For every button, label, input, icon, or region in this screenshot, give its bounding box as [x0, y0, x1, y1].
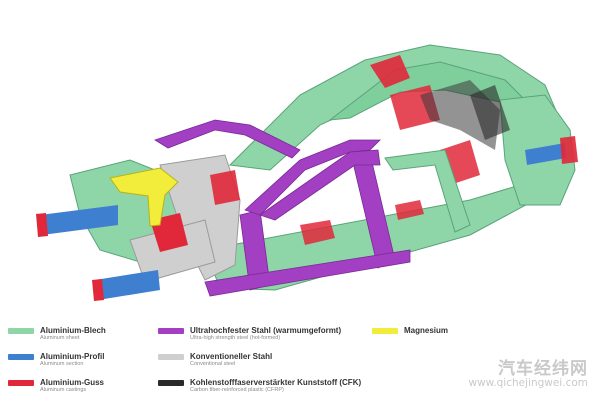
rear-door-frame: [384, 149, 471, 233]
swatch-ultra-high-strength-steel: [158, 328, 184, 334]
rear-crash-rail: [525, 143, 566, 165]
legend-sublabel: Ultra-high strength steel (hot-formed): [190, 335, 281, 341]
watermark-site-name: 汽车经纬网: [498, 359, 588, 379]
legend-item-magnesium: Magnesium: [372, 326, 492, 352]
legend-item-aluminium-sheet: Aluminium-Blech Aluminum sheet: [8, 326, 148, 352]
legend-label: Aluminium-Blech: [40, 326, 106, 335]
magnesium-strut-brace: [109, 167, 179, 227]
front-crash-rail-left: [40, 205, 118, 235]
legend-item-aluminium-section: Aluminium-Profil Aluminum section: [8, 352, 148, 378]
legend-label: Kohlenstofffaserverstärkter Kunststoff (…: [190, 378, 362, 387]
watermark-url: www.qichejingwei.com: [468, 377, 589, 389]
legend-label: Aluminium-Profil: [40, 352, 105, 361]
material-legend: Aluminium-Blech Aluminum sheet Aluminium…: [0, 326, 600, 406]
door-opening-upper: [259, 149, 381, 221]
legend-item-cfrp: Kohlenstofffaserverstärkter Kunststoff (…: [158, 378, 398, 404]
swatch-conventional-steel: [158, 354, 184, 360]
rear-cast-node-upper: [370, 55, 410, 88]
front-cast-node: [210, 170, 240, 205]
cross-member-cast: [395, 200, 424, 220]
legend-label: Aluminium-Guss: [40, 378, 105, 387]
windshield-frame-a-pillar: [154, 119, 301, 159]
legend-sublabel: Carbon fiber-reinforced plastic (CFRP): [190, 387, 284, 393]
front-crash-rail-right: [95, 270, 160, 300]
legend-sublabel: Aluminum sheet: [40, 335, 80, 341]
legend-item-conventional-steel: Konventioneller Stahl Conventional steel: [158, 352, 358, 378]
swatch-cfrp: [158, 380, 184, 386]
legend-item-ultra-high-strength-steel: Ultrahochfester Stahl (warmumgeformt) Ul…: [158, 326, 358, 352]
legend-label: Magnesium: [404, 326, 449, 335]
legend-sublabel: Conventional steel: [190, 361, 236, 367]
swatch-aluminium-castings: [8, 380, 34, 386]
side-sill: [204, 249, 411, 297]
crash-box-end-left: [36, 213, 48, 237]
legend-sublabel: Aluminum section: [40, 361, 84, 367]
roof-rail-near: [244, 139, 381, 216]
swatch-magnesium: [372, 328, 398, 334]
rear-crash-box: [560, 136, 578, 164]
legend-item-aluminium-castings: Aluminium-Guss Aluminum castings: [8, 378, 148, 404]
cfrp-rear-wall: [470, 85, 510, 140]
legend-label: Konventioneller Stahl: [190, 352, 273, 361]
crash-box-end-right: [92, 279, 104, 301]
legend-sublabel: Aluminum castings: [40, 387, 87, 393]
car-body-frame-diagram: [36, 44, 578, 301]
tunnel-cast-node: [300, 220, 335, 245]
swatch-aluminium-sheet: [8, 328, 34, 334]
legend-label: Ultrahochfester Stahl (warmumgeformt): [190, 326, 342, 335]
swatch-aluminium-section: [8, 354, 34, 360]
